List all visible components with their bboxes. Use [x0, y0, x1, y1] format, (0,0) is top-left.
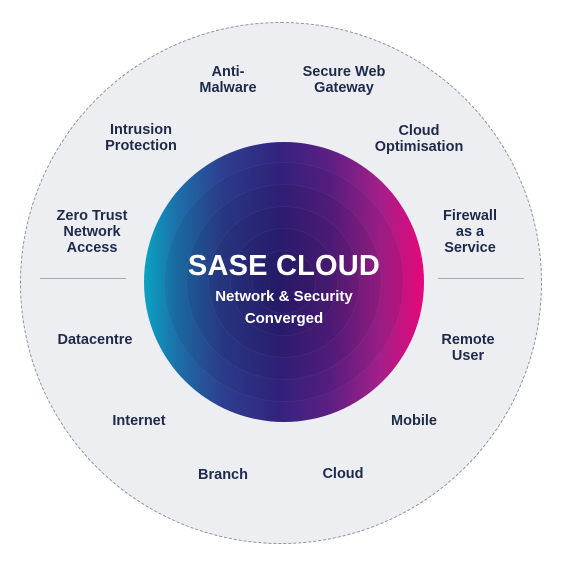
- label-mobile: Mobile: [339, 413, 489, 429]
- label-branch: Branch: [148, 467, 298, 483]
- label-line: Cloud: [322, 466, 364, 482]
- label-line: Anti-: [211, 64, 245, 80]
- hub-subtitle-line-1: Network & Security: [215, 288, 353, 305]
- label-line: Network: [63, 224, 121, 240]
- label-line: as a: [455, 224, 485, 240]
- label-line: Secure Web: [302, 64, 386, 80]
- label-line: Service: [444, 240, 496, 256]
- label-line: Cloud: [398, 123, 440, 139]
- label-zero-trust-network-access: Zero Trust Network Access: [17, 208, 167, 256]
- label-line: Internet: [112, 413, 166, 429]
- hub-subtitle-line-2: Converged: [244, 310, 324, 327]
- label-internet: Internet: [64, 413, 214, 429]
- label-line: Mobile: [391, 413, 437, 429]
- label-secure-web-gateway: Secure Web Gateway: [269, 64, 419, 96]
- label-line: Intrusion: [109, 122, 173, 138]
- label-remote-user: Remote User: [393, 332, 543, 364]
- hub-ring-5: [252, 250, 316, 314]
- label-firewall-as-a-service: Firewall as a Service: [395, 208, 545, 256]
- label-line: Datacentre: [57, 332, 133, 348]
- label-line: Access: [66, 240, 118, 256]
- label-cloud-optimisation: Cloud Optimisation: [344, 123, 494, 155]
- label-line: Malware: [199, 80, 257, 96]
- sase-cloud-hub: SASE CLOUD Network & Security Converged: [144, 142, 424, 422]
- label-line: Remote: [441, 332, 495, 348]
- label-line: Protection: [105, 138, 177, 154]
- label-line: Branch: [198, 467, 248, 483]
- label-cloud: Cloud: [268, 466, 418, 482]
- label-line: User: [451, 348, 485, 364]
- label-line: Firewall: [443, 208, 497, 224]
- label-anti-malware: Anti- Malware: [153, 64, 303, 96]
- label-line: Gateway: [314, 80, 374, 96]
- divider-left: [40, 278, 126, 279]
- divider-right: [438, 278, 524, 279]
- hub-title: SASE CLOUD: [187, 250, 381, 282]
- label-datacentre: Datacentre: [20, 332, 170, 348]
- label-line: Optimisation: [374, 139, 464, 155]
- label-intrusion-protection: Intrusion Protection: [66, 122, 216, 154]
- label-line: Zero Trust: [56, 208, 128, 224]
